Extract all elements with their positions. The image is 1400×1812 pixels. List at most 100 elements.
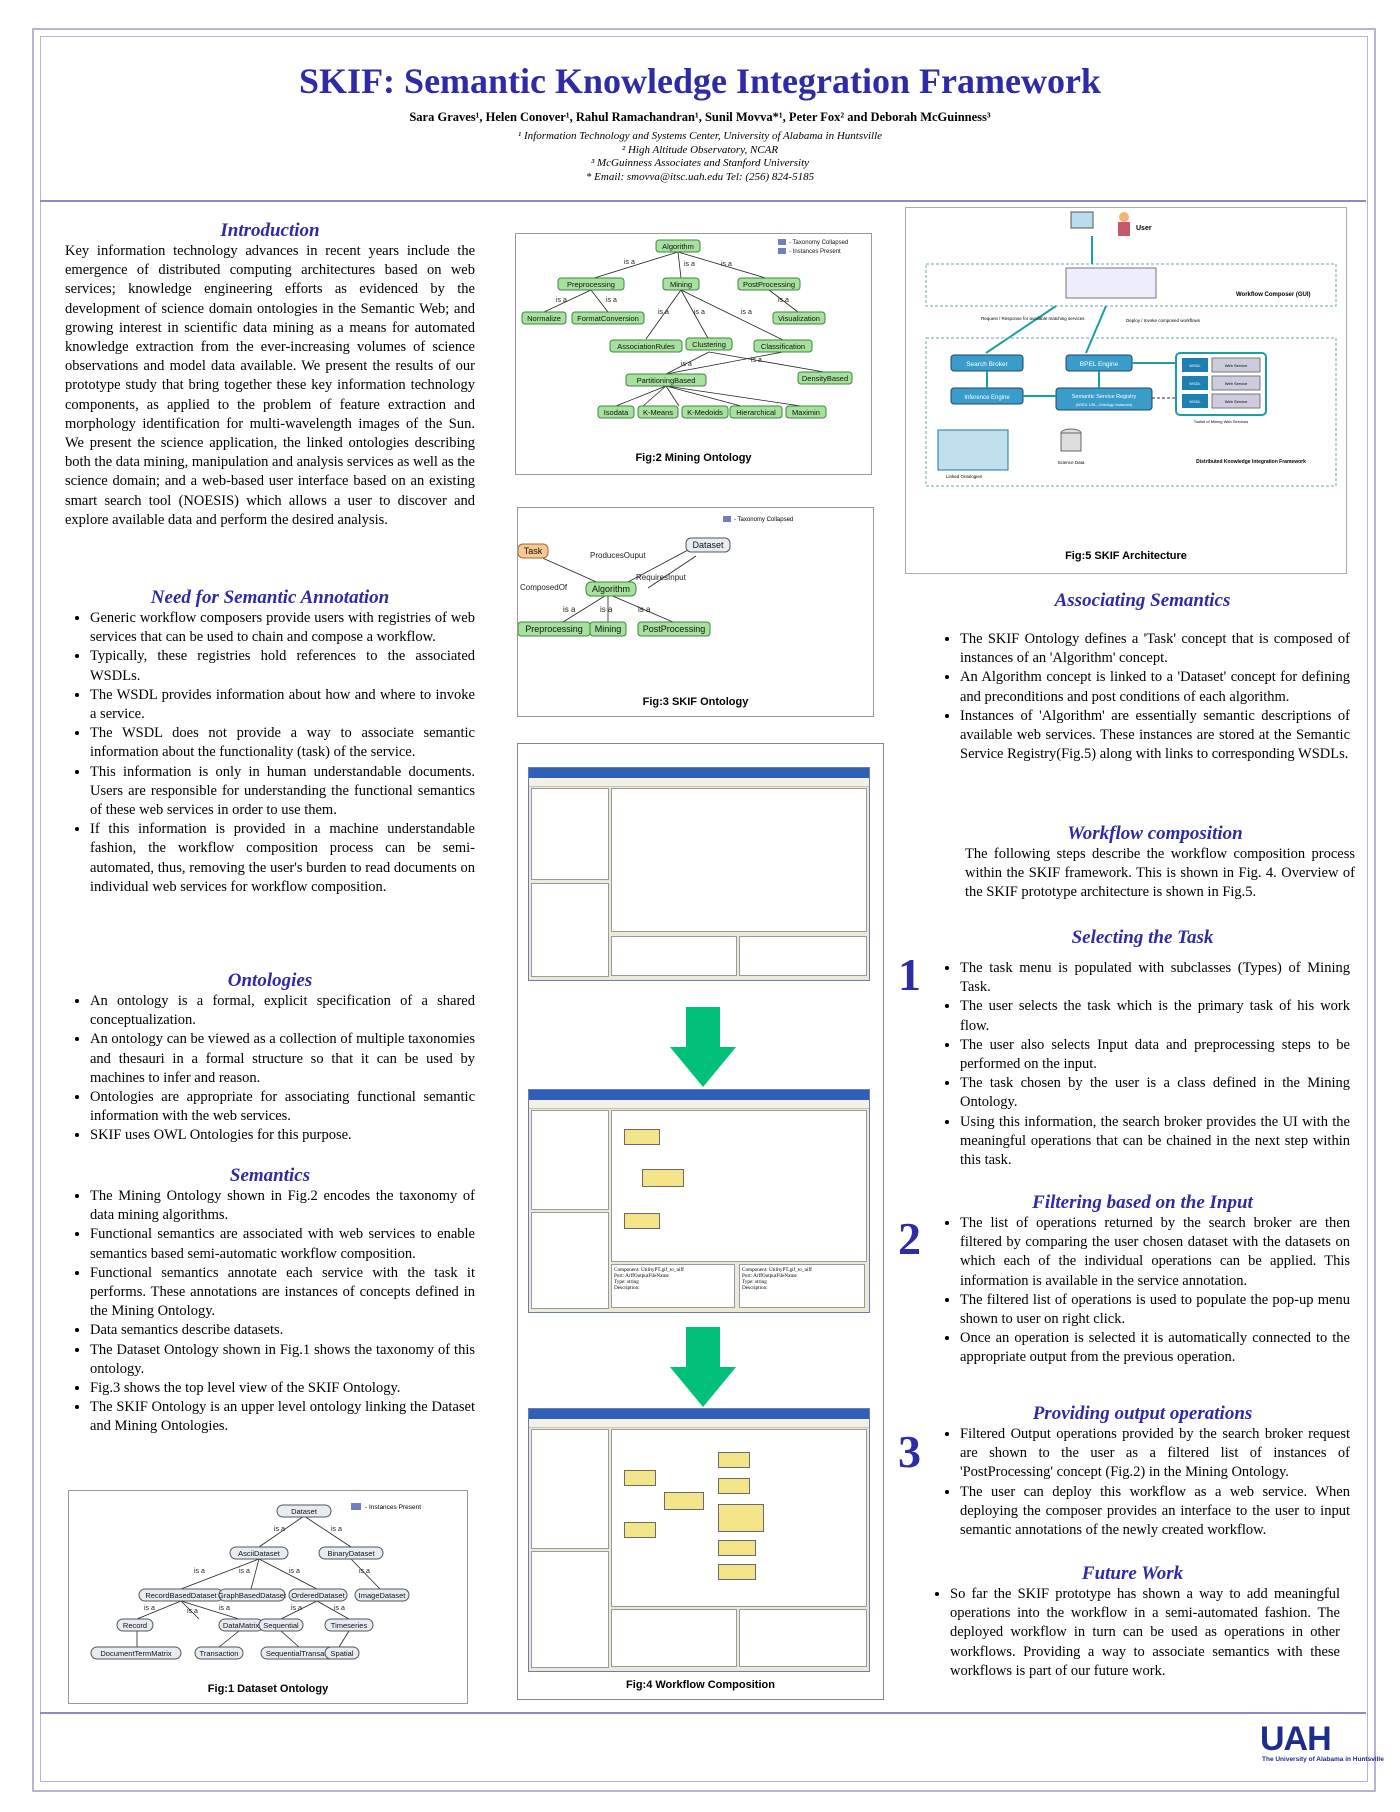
author-list: Sara Graves¹, Helen Conover¹, Rahul Rama… (409, 110, 991, 124)
edge-label: is a (334, 1605, 345, 1612)
edge-label: is a (289, 1568, 300, 1575)
node-normalize (521, 311, 567, 325)
collapsed-icon (723, 516, 731, 522)
list-item: The SKIF Ontology defines a 'Task' conce… (960, 630, 1350, 668)
workflow-node[interactable] (624, 1522, 656, 1538)
fig4-caption: Fig:4 Workflow Composition (626, 1679, 775, 1691)
fig2-caption: Fig:2 Mining Ontology (635, 452, 752, 464)
need-list: Generic workflow composers provide users… (65, 609, 475, 897)
wsdl-box (1182, 358, 1208, 372)
port-description: Description: (614, 1285, 640, 1291)
architecture-diagram: User Workflow Composer (GUI) Request / R… (925, 211, 1337, 487)
database-icon (1060, 432, 1082, 452)
list-item: Instances of 'Algorithm' are essentially… (960, 707, 1350, 765)
node-partitioning-based (625, 373, 707, 387)
node-label: Timeseries (331, 1621, 368, 1630)
workflow-canvas (611, 788, 867, 932)
workflow-node[interactable] (718, 1540, 756, 1556)
web-service-label: Web Service (1225, 381, 1248, 386)
inference-engine-label: Inference Engine (964, 395, 1010, 401)
wsdl-box (1182, 394, 1208, 408)
node-binary (318, 1546, 384, 1560)
node-transaction (194, 1646, 244, 1660)
node-classification (753, 339, 813, 353)
node-label: DataMatrix (223, 1621, 260, 1630)
step1-heading: Selecting the Task (1071, 927, 1214, 948)
edge-label: is a (219, 1605, 230, 1612)
affiliation-2: ² High Altitude Observatory, NCAR (621, 143, 779, 156)
list-item: The task menu is populated with subclass… (960, 959, 1350, 997)
component-list-panel (531, 1110, 609, 1210)
composer-window-3 (528, 1408, 870, 1672)
edge-label: is a (359, 1568, 370, 1575)
edge-label: is a (778, 297, 789, 304)
workflow-node[interactable] (624, 1129, 660, 1145)
node-ascii (229, 1546, 289, 1560)
composer-window-1 (528, 767, 870, 981)
node-label: Visualization (778, 314, 820, 323)
workflow-section: Workflow composition The following steps… (955, 823, 1355, 903)
workflow-node[interactable] (718, 1452, 750, 1468)
node-label: Record (123, 1621, 147, 1630)
edge-label: is a (681, 361, 692, 368)
window-menubar (529, 1419, 869, 1428)
contact-line: * Email: smovva@itsc.uah.edu Tel: (256) … (585, 170, 815, 183)
user-body-icon (1118, 222, 1130, 236)
ontologies-list: An ontology is a formal, explicit specif… (65, 992, 475, 1146)
node-label: DensityBased (802, 374, 848, 383)
step-number-1: 1 (898, 949, 921, 1000)
node-label: PostProcessing (643, 624, 706, 634)
node-visualization (772, 311, 826, 325)
node-algorithm (655, 239, 701, 253)
node-label: Maximin (792, 408, 820, 417)
node-ordered (288, 1588, 348, 1602)
node-dataset (276, 1504, 332, 1518)
list-item: Generic workflow composers provide users… (90, 609, 475, 647)
fig2-legend-instances: - Instances Present (789, 249, 841, 255)
workflow-canvas (611, 1429, 867, 1607)
port-info-right (739, 1609, 867, 1667)
workflow-node[interactable] (624, 1213, 660, 1229)
workflow-node[interactable] (642, 1169, 684, 1187)
edge-label-composed: ComposedOf (520, 583, 568, 592)
dkif-label: Distributed Knowledge Integration Framew… (1196, 459, 1306, 465)
workflow-node[interactable] (718, 1504, 764, 1532)
node-association-rules (609, 339, 683, 353)
node-maximin (785, 405, 827, 419)
node-label: PartitioningBased (637, 376, 696, 385)
node-algorithm (585, 581, 637, 597)
list-item: The user selects the task which is the p… (960, 997, 1350, 1035)
node-label: Clustering (692, 340, 726, 349)
workflow-node[interactable] (718, 1564, 756, 1580)
workflow-node[interactable] (624, 1470, 656, 1486)
list-item: Once an operation is selected it is auto… (960, 1329, 1350, 1367)
uah-logo-subtitle: The University of Alabama in Huntsville (1262, 1756, 1384, 1763)
bpel-engine-label: BPEL Engine (1080, 361, 1119, 368)
edge-label: is a (600, 605, 613, 614)
node-label: Algorithm (662, 242, 694, 251)
edge-label: is a (658, 309, 669, 316)
composer-window-2: Component: UtilityPT.gif_to_uiff Port: A… (528, 1089, 870, 1313)
node-image (354, 1588, 410, 1602)
footer-divider (40, 1712, 1366, 1714)
list-item: SKIF uses OWL Ontologies for this purpos… (90, 1126, 475, 1145)
window-titlebar (529, 1409, 869, 1419)
port-type: Type: string (742, 1279, 767, 1285)
node-label: RecordBasedDataset (145, 1591, 217, 1600)
composer-label: Workflow Composer (GUI) (1236, 292, 1311, 298)
node-label: OrderedDataset (291, 1591, 345, 1600)
edge-label: is a (239, 1568, 250, 1575)
future-list: So far the SKIF prototype has shown a wa… (925, 1585, 1340, 1681)
edge-label: is a (638, 605, 651, 614)
node-label: AssociationRules (617, 342, 675, 351)
workflow-node[interactable] (664, 1492, 704, 1510)
list-item: The Mining Ontology shown in Fig.2 encod… (90, 1187, 475, 1225)
edge-label: is a (556, 297, 567, 304)
wsdl-label: WSDL (1189, 399, 1201, 404)
web-service-box (1211, 375, 1261, 391)
node-label: Classification (761, 342, 805, 351)
node-label: BinaryDataset (327, 1549, 375, 1558)
fig5-caption: Fig:5 SKIF Architecture (1065, 550, 1187, 562)
workflow-node[interactable] (718, 1478, 750, 1494)
